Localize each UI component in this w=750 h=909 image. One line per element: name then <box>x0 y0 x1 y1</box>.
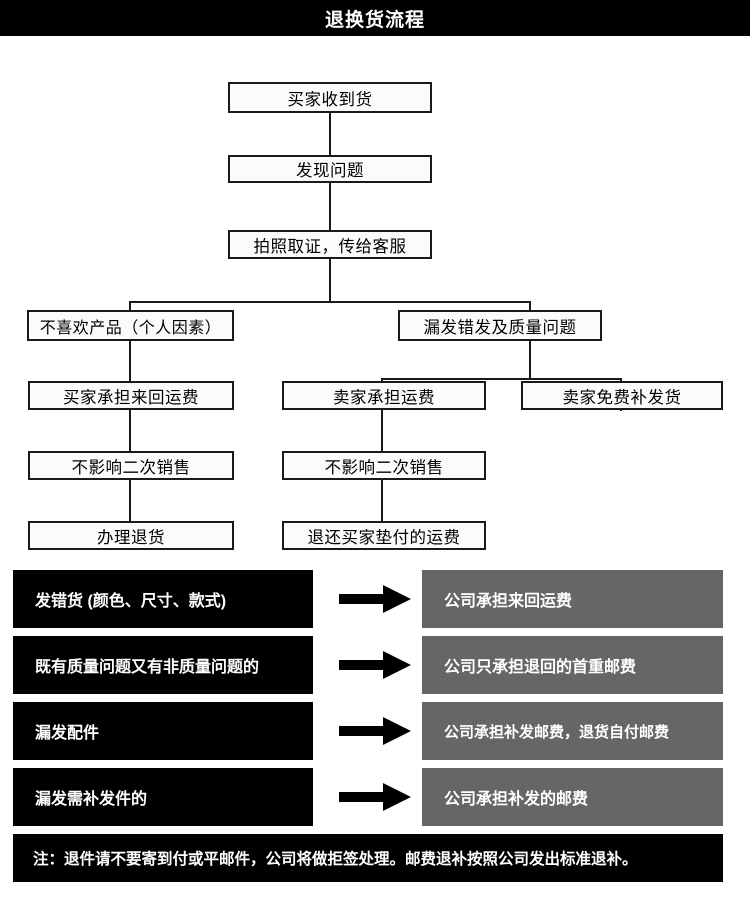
connector-resale-to-return <box>129 480 131 522</box>
matrix-cause-cell: 漏发需补发件的 <box>13 768 313 826</box>
flow-node-seller-pays[interactable]: 卖家承担运费 <box>282 381 486 410</box>
matrix-cause-cell: 漏发配件 <box>13 702 313 760</box>
flow-node-process-return[interactable]: 办理退货 <box>28 521 234 550</box>
footer-note-text: 注：退件请不要寄到付或平邮件，公司将做拒签处理。邮费退补按照公司发出标准退补。 <box>33 851 638 868</box>
flow-node-label: 卖家免费补发货 <box>562 388 682 407</box>
right-arrow-icon <box>331 702 419 760</box>
connector-sellerpays-to-resale <box>381 410 383 452</box>
flow-node-resale-left[interactable]: 不影响二次销售 <box>28 451 234 480</box>
flow-node-received[interactable]: 买家收到货 <box>228 82 432 113</box>
matrix-result-cell: 公司承担来回运费 <box>422 570 723 628</box>
matrix-cause-cell: 发错货 (颜色、尺寸、款式) <box>13 570 313 628</box>
matrix-cause-cell: 既有质量问题又有非质量问题的 <box>13 636 313 694</box>
flow-node-label: 不喜欢产品（个人因素） <box>39 319 222 337</box>
matrix-result-label: 公司承担来回运费 <box>444 593 573 610</box>
connector-buyerpays-to-resale <box>129 410 131 452</box>
page-title: 退换货流程 <box>324 9 425 31</box>
flow-node-label: 漏发错发及质量问题 <box>423 318 577 337</box>
matrix-cause-label: 漏发需补发件的 <box>35 791 148 808</box>
flow-node-label: 不影响二次销售 <box>71 458 191 477</box>
matrix-row: 漏发需补发件的 公司承担补发的邮费 <box>13 768 723 826</box>
matrix-cause-label: 发错货 (颜色、尺寸、款式) <box>35 593 227 610</box>
flow-node-label: 买家承担来回运费 <box>63 388 199 407</box>
matrix-result-label: 公司承担补发邮费，退货自付邮费 <box>444 723 670 741</box>
flow-node-buyer-pays[interactable]: 买家承担来回运费 <box>28 381 234 410</box>
flow-node-label: 退还买家垫付的运费 <box>307 528 461 547</box>
flow-node-label: 不影响二次销售 <box>324 458 444 477</box>
flow-node-refund-freight[interactable]: 退还买家垫付的运费 <box>282 521 486 550</box>
connector-problem-to-photo <box>329 182 331 230</box>
right-arrow-icon <box>331 636 419 694</box>
returns-flowchart: 买家收到货 发现问题 拍照取证，传给客服 不喜欢产品（个人因素） 漏发错发及质量… <box>0 36 750 550</box>
flow-node-label: 买家收到货 <box>287 90 373 109</box>
page-title-bar: 退换货流程 <box>0 0 750 36</box>
matrix-cause-label: 漏发配件 <box>35 725 100 742</box>
flow-node-label: 拍照取证，传给客服 <box>253 237 407 256</box>
connector-defect-drop <box>529 340 531 379</box>
connector-split-right-drop <box>529 301 531 310</box>
matrix-cause-label: 既有质量问题又有非质量问题的 <box>35 659 260 676</box>
policy-matrix: 发错货 (颜色、尺寸、款式) 公司承担来回运费 既有质量问题又有非质量问题的 公… <box>0 560 750 830</box>
matrix-result-label: 公司承担补发的邮费 <box>444 791 589 808</box>
matrix-result-cell: 公司承担补发邮费，退货自付邮费 <box>422 702 723 760</box>
connector-split-left-drop <box>129 301 131 310</box>
matrix-row: 发错货 (颜色、尺寸、款式) 公司承担来回运费 <box>13 570 723 628</box>
flow-node-dislike[interactable]: 不喜欢产品（个人因素） <box>27 310 234 341</box>
flow-node-defect[interactable]: 漏发错发及质量问题 <box>398 310 602 341</box>
matrix-result-cell: 公司承担补发的邮费 <box>422 768 723 826</box>
right-arrow-icon <box>331 768 419 826</box>
matrix-row: 既有质量问题又有非质量问题的 公司只承担退回的首重邮费 <box>13 636 723 694</box>
connector-dislike-to-buyerpays <box>129 340 131 382</box>
footer-note-bar: 注：退件请不要寄到付或平邮件，公司将做拒签处理。邮费退补按照公司发出标准退补。 <box>13 834 723 882</box>
flow-node-free-reship[interactable]: 卖家免费补发货 <box>521 381 723 410</box>
flow-node-label: 办理退货 <box>97 528 165 547</box>
flow-node-label: 发现问题 <box>296 162 364 180</box>
right-arrow-icon <box>331 570 419 628</box>
flow-node-resale-middle[interactable]: 不影响二次销售 <box>282 451 486 480</box>
flow-node-found-problem[interactable]: 发现问题 <box>228 155 432 183</box>
connector-defect-split-horizontal <box>381 378 622 380</box>
flow-node-label: 卖家承担运费 <box>333 388 435 407</box>
connector-received-to-problem <box>329 113 331 155</box>
matrix-row: 漏发配件 公司承担补发邮费，退货自付邮费 <box>13 702 723 760</box>
connector-resale-to-refund <box>381 480 383 522</box>
connector-photo-to-split <box>329 258 331 302</box>
connector-split-horizontal <box>129 301 531 303</box>
matrix-result-label: 公司只承担退回的首重邮费 <box>444 659 637 676</box>
flow-node-photo-evidence[interactable]: 拍照取证，传给客服 <box>228 230 432 259</box>
matrix-result-cell: 公司只承担退回的首重邮费 <box>422 636 723 694</box>
